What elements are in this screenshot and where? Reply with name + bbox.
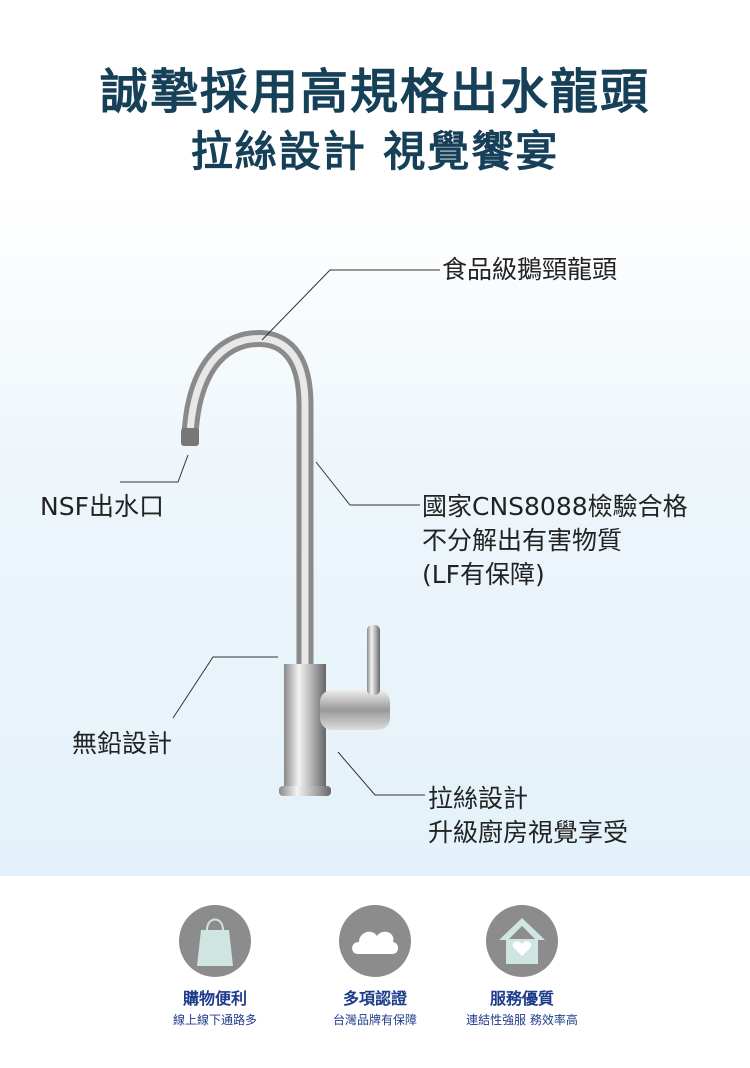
feature-certification: 多項認證 台灣品牌有保障	[290, 905, 460, 1028]
shopping-bag-icon	[179, 905, 251, 977]
feature-title: 購物便利	[182, 989, 247, 1008]
callout-brushed: 拉絲設計 升級廚房視覺享受	[428, 782, 628, 850]
callout-lead-free: 無鉛設計	[72, 729, 173, 758]
callout-nsf-outlet: NSF出水口	[40, 492, 164, 521]
feature-subtitle: 連結性強服 務效率高	[466, 1013, 578, 1027]
callout-cns-line2: 不分解出有害物質	[422, 526, 623, 555]
feature-title: 多項認證	[342, 989, 407, 1008]
feature-subtitle: 台灣品牌有保障	[332, 1013, 417, 1027]
cloud-icon	[339, 905, 411, 977]
callout-gooseneck: 食品級鵝頸龍頭	[442, 255, 618, 284]
feature-title: 服務優質	[489, 989, 554, 1008]
callout-cns-line3: (LF有保障)	[422, 560, 545, 589]
faucet-illustration	[120, 269, 440, 796]
feature-service: 服務優質 連結性強服 務效率高	[437, 905, 607, 1028]
product-section	[0, 190, 750, 876]
callout-brushed-line1: 拉絲設計	[428, 784, 529, 813]
page-title: 誠摯採用高規格出水龍頭	[99, 64, 650, 120]
page-subtitle: 拉絲設計 視覺饗宴	[190, 127, 560, 176]
house-heart-icon	[486, 905, 558, 977]
callout-cns: 國家CNS8088檢驗合格 不分解出有害物質 (LF有保障)	[422, 490, 688, 592]
callout-cns-line1: 國家CNS8088檢驗合格	[422, 492, 688, 521]
feature-subtitle: 線上線下通路多	[172, 1013, 257, 1027]
feature-shopping: 購物便利 線上線下通路多	[130, 905, 300, 1028]
callout-brushed-line2: 升級廚房視覺享受	[428, 818, 629, 847]
